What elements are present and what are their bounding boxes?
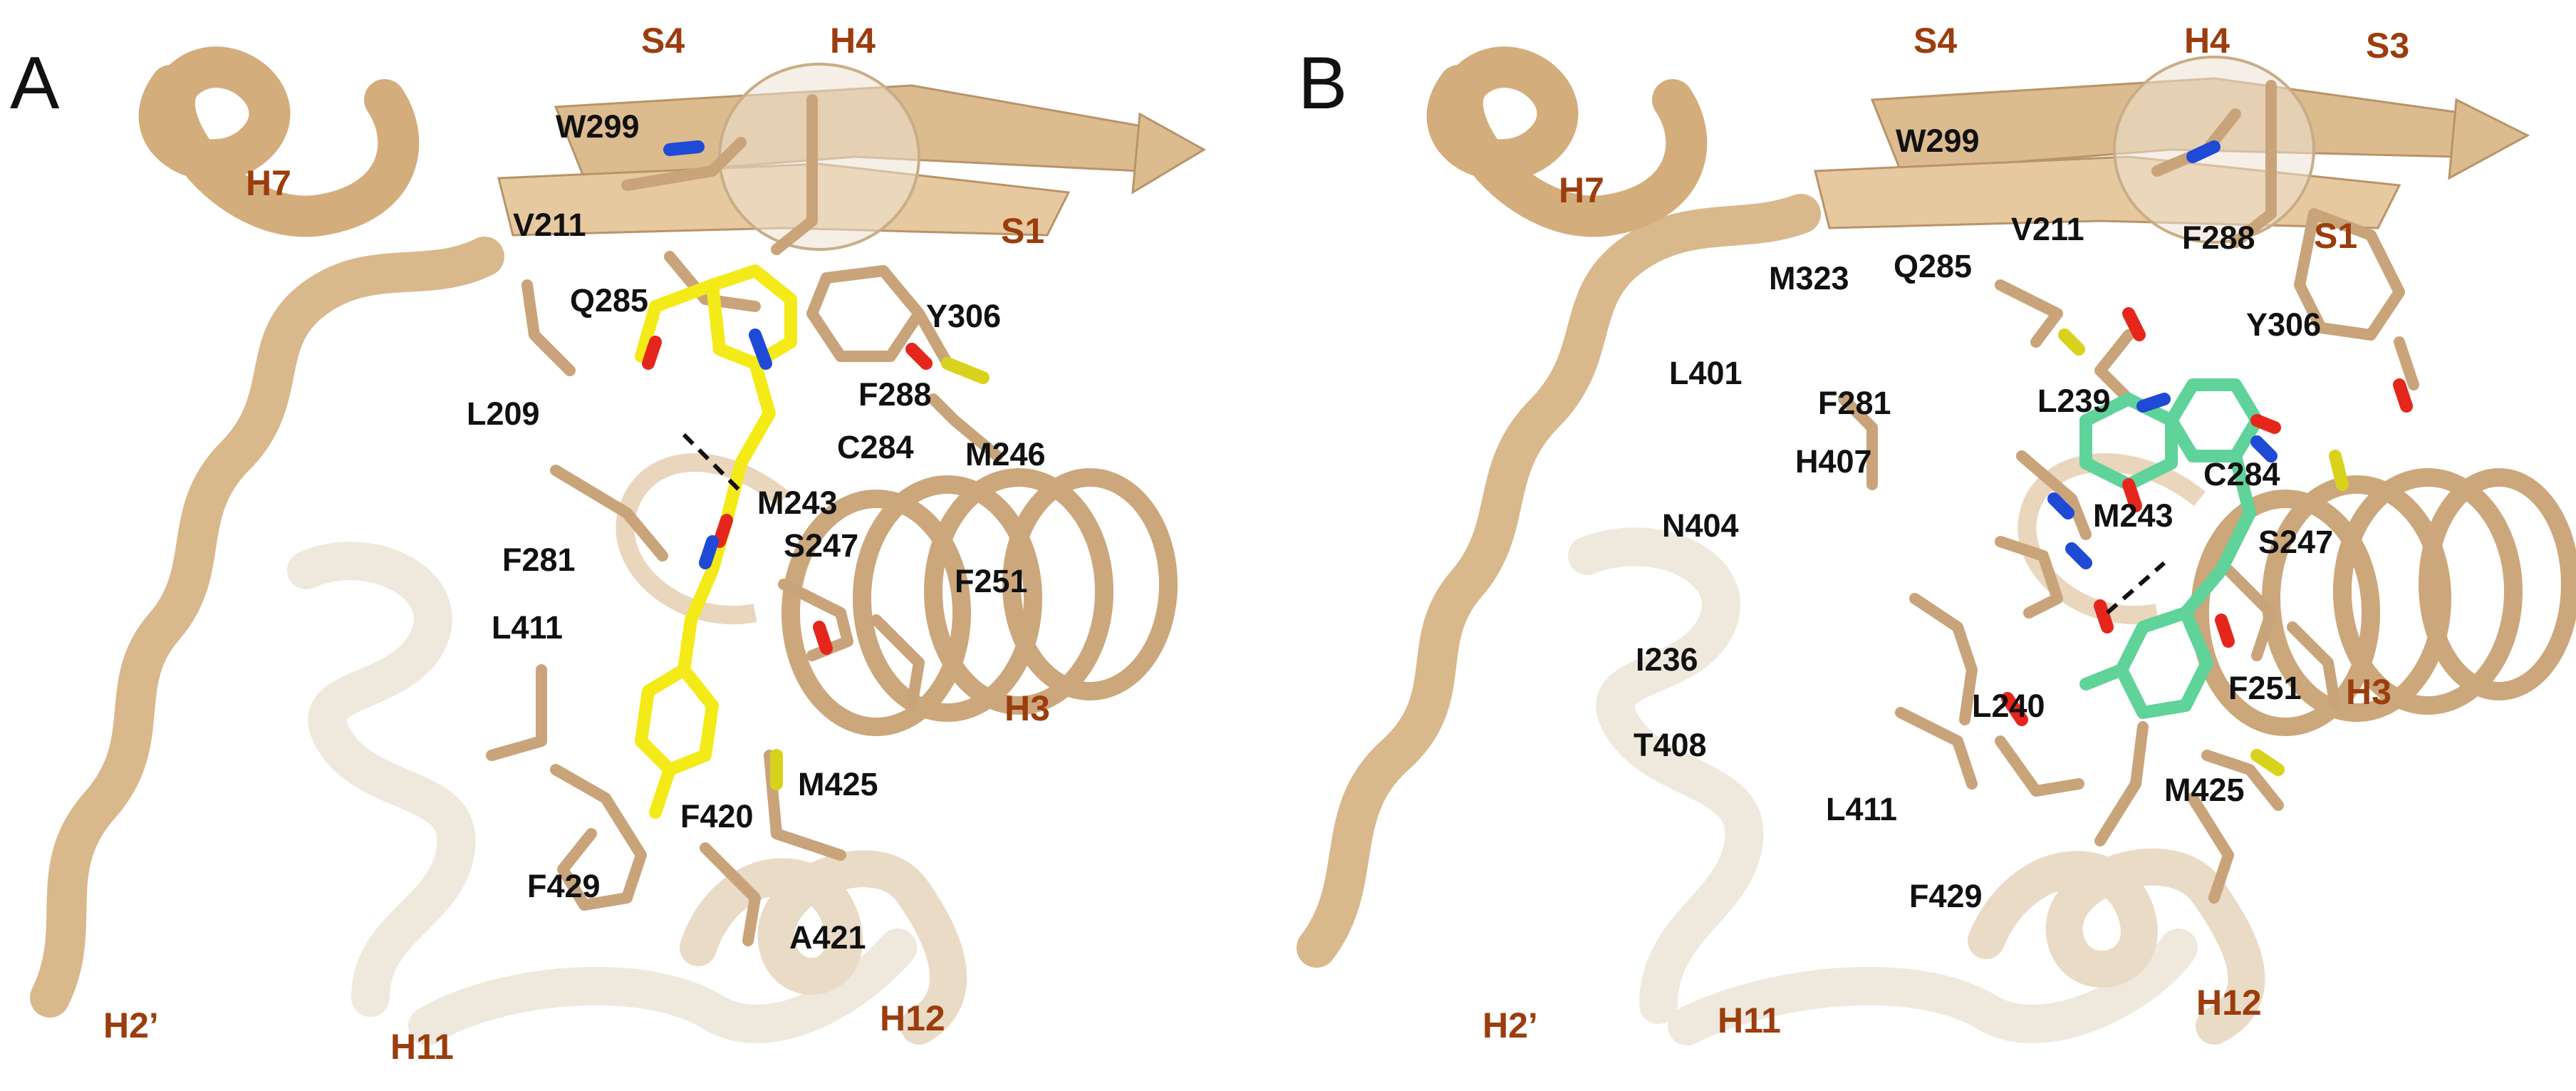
residue-label: M246 — [965, 436, 1046, 472]
residue-label: F288 — [2182, 219, 2255, 256]
structure-label: H7 — [1559, 170, 1604, 210]
structure-label: S4 — [1913, 21, 1958, 61]
helix-h11-ribbon — [1568, 527, 2198, 1045]
residue-label: C284 — [2203, 456, 2280, 492]
panel-label-b: B — [1298, 42, 1348, 125]
residue-label: L240 — [1972, 688, 2045, 724]
helix-h7-ribbon — [138, 46, 420, 237]
residue-label: L411 — [1826, 791, 1898, 827]
residue-label: S247 — [784, 527, 859, 564]
residue-label: M425 — [2164, 772, 2245, 808]
structure-label: H4 — [830, 21, 876, 61]
helix-h2prime-ribbon — [30, 237, 504, 1018]
helix-h3-ribbon — [2017, 453, 2576, 736]
residue-label: A421 — [789, 919, 866, 956]
residue-label: M425 — [798, 766, 878, 802]
hydrogen-bond-a — [682, 433, 743, 494]
residue-label: F420 — [680, 798, 754, 834]
residue-label: V211 — [2011, 211, 2084, 247]
residue-label: W299 — [1896, 123, 1980, 159]
helix-h2prime-ribbon — [1297, 194, 1821, 968]
structure-label: H11 — [1718, 1000, 1781, 1040]
structure-label: S3 — [2366, 26, 2410, 66]
helix-h4-ribbon — [718, 63, 920, 251]
protein-structure-render-b — [1297, 46, 2576, 1045]
residue-label: M323 — [1769, 260, 1849, 296]
structure-label: S1 — [1001, 211, 1045, 251]
residue-label: S247 — [2258, 524, 2334, 560]
structure-label: S4 — [641, 21, 685, 61]
residue-label: C284 — [837, 429, 914, 465]
structure-label: S1 — [2314, 216, 2358, 256]
residue-label: Y306 — [2246, 306, 2322, 343]
residue-label: Q285 — [1894, 248, 1973, 284]
residue-label: F429 — [1909, 878, 1983, 914]
residue-label: F429 — [527, 868, 601, 904]
residue-label: M243 — [757, 485, 838, 521]
residue-label: Y306 — [926, 298, 1002, 334]
residue-label: W299 — [556, 108, 640, 145]
residue-label: F251 — [2228, 670, 2302, 706]
protein-structure-render-a — [30, 46, 1206, 1045]
residue-label: Q285 — [570, 282, 649, 319]
residue-label: F251 — [955, 563, 1028, 599]
panel-label-a: A — [10, 42, 60, 125]
structure-label: H12 — [2196, 983, 2262, 1023]
helix-h7-ribbon — [1426, 46, 1708, 237]
structure-label: H7 — [246, 163, 291, 203]
structure-label: H2’ — [1482, 1005, 1538, 1045]
panel-a: A S4 H4 H7 S1 H3 H2’ H11 H12 W299 V211 Q… — [10, 21, 1206, 1067]
residue-label: I236 — [1636, 641, 1698, 678]
residue-label: L401 — [1669, 355, 1743, 391]
residue-label: L239 — [2037, 383, 2111, 419]
structure-label: H4 — [2184, 21, 2230, 61]
helix-h12-ribbon — [1968, 848, 2265, 1045]
panel-b: B S4 H4 S3 H7 S1 H3 H2’ H11 H12 W299 V21… — [1288, 0, 2576, 1091]
residue-label: V211 — [513, 207, 586, 243]
helix-h12-ribbon — [680, 850, 967, 1045]
structure-label: H3 — [2346, 672, 2391, 712]
residue-label: F288 — [858, 376, 932, 413]
residue-label: F281 — [502, 542, 576, 578]
residue-label: N404 — [1662, 507, 1739, 544]
residue-label: H407 — [1795, 443, 1872, 480]
structure-label: H2’ — [103, 1005, 159, 1045]
helix-h11-ribbon — [287, 542, 917, 1045]
ligand-molecule-b — [2079, 378, 2263, 719]
residue-label: L411 — [492, 609, 564, 646]
residue-label: L209 — [467, 395, 540, 432]
heteroatoms-a — [642, 140, 990, 790]
hydrogen-bond-b — [2106, 561, 2166, 615]
structure-label: H3 — [1004, 688, 1050, 728]
structure-label: H11 — [390, 1027, 454, 1067]
heteroatoms-b — [2001, 140, 2413, 776]
residue-label: M243 — [2093, 497, 2174, 534]
residue-label: T408 — [1634, 727, 1707, 763]
structure-label: H12 — [880, 998, 945, 1038]
residue-label: F281 — [1818, 385, 1891, 421]
residue-side-chains — [486, 94, 1003, 946]
